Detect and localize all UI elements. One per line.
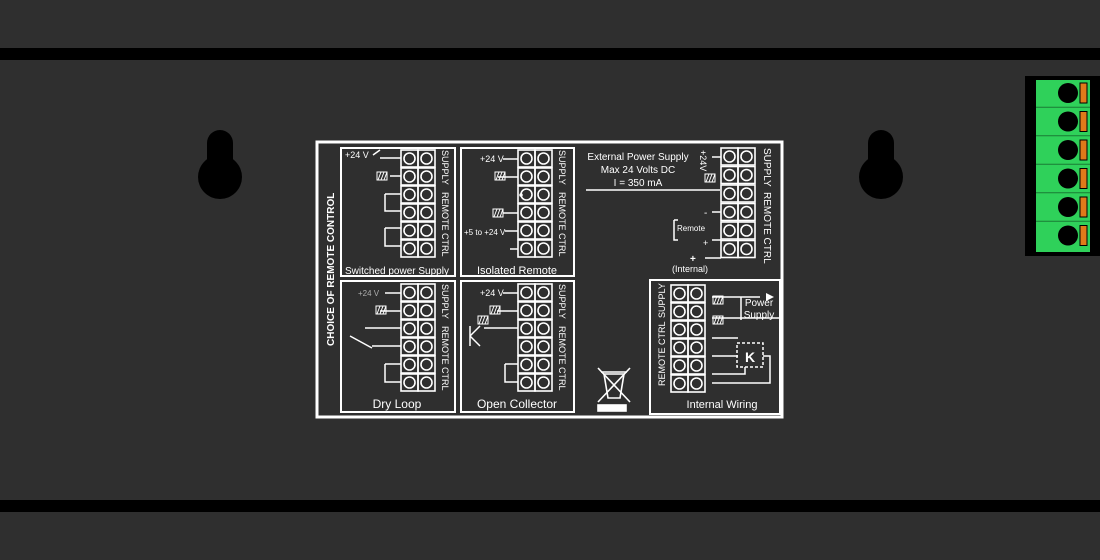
opencollector-wiring xyxy=(469,292,518,383)
dryloop-title: Dry Loop xyxy=(373,397,422,411)
switched-supply-label: SUPPLY xyxy=(440,150,450,185)
external-24v-label: +24V xyxy=(698,150,708,171)
section-dryloop-box xyxy=(340,280,456,413)
external-plus-internal: + xyxy=(690,254,696,265)
internal-power-line2: Supply xyxy=(744,310,775,321)
switched-title: Switched power Supply xyxy=(345,266,449,277)
opencollector-remote-label: REMOTE CTRL xyxy=(557,326,567,391)
section-internal-box xyxy=(649,279,781,415)
terminals-external xyxy=(720,147,756,259)
external-plus-label: + xyxy=(703,238,708,248)
dryloop-24v-label: +24 V xyxy=(358,289,380,298)
connector-release-lever[interactable] xyxy=(1079,82,1088,104)
green-terminal-connector[interactable] xyxy=(1025,76,1100,256)
internal-title: Internal Wiring xyxy=(687,399,758,411)
opencollector-24v-label: +24 V xyxy=(480,288,504,298)
connector-pin-hole[interactable] xyxy=(1058,83,1078,103)
dryloop-wiring xyxy=(349,292,401,383)
isolated-remote-label: REMOTE CTRL xyxy=(557,192,567,257)
dryloop-supply-label: SUPPLY xyxy=(440,284,450,319)
connector-release-lever[interactable] xyxy=(1079,225,1088,246)
external-remote-label-text: Remote xyxy=(677,224,706,233)
connector-release-lever[interactable] xyxy=(1079,168,1088,189)
external-line3: I = 350 mA xyxy=(614,178,663,189)
connector-release-lever[interactable] xyxy=(1079,139,1088,161)
switched-remote-label: REMOTE CTRL xyxy=(440,192,450,257)
external-supply-label: SUPPLY xyxy=(761,148,772,187)
connector-release-lever[interactable] xyxy=(1079,196,1088,218)
side-title: CHOICE OF REMOTE CONTROL xyxy=(326,193,337,346)
switched-wiring xyxy=(372,149,401,247)
external-minus-label: - xyxy=(704,208,707,219)
isolated-24v-label: +24 V xyxy=(480,154,504,164)
connector-release-lever[interactable] xyxy=(1079,111,1088,132)
power-arrow-icon xyxy=(766,293,774,301)
weee-disposal-icon xyxy=(597,367,631,412)
wiring-label: CHOICE OF REMOTE CONTROL SUPPLY REMOTE C… xyxy=(315,140,784,419)
opencollector-title: Open Collector xyxy=(477,397,557,411)
connector-pin-hole[interactable] xyxy=(1058,140,1078,160)
connector-pin-hole[interactable] xyxy=(1058,225,1078,246)
connector-pin-hole[interactable] xyxy=(1058,197,1078,217)
housing-top-edge xyxy=(0,48,1100,60)
section-switched-box xyxy=(340,147,456,277)
external-internal-label: (Internal) xyxy=(672,264,708,274)
internal-supply-label: SUPPLY xyxy=(657,283,667,318)
keyhole-right-icon xyxy=(859,130,903,199)
opencollector-supply-label: SUPPLY xyxy=(557,284,567,319)
dryloop-remote-label: REMOTE CTRL xyxy=(440,326,450,391)
isolated-range-label: +5 to +24 V xyxy=(464,228,506,237)
isolated-title: Isolated Remote xyxy=(477,265,557,277)
section-isolated-box xyxy=(460,147,575,277)
isolated-wiring xyxy=(498,158,523,250)
housing-bottom-band xyxy=(0,512,1100,560)
external-remote-label: REMOTE CTRL xyxy=(761,192,772,264)
internal-remote-label: REMOTE CTRL xyxy=(657,321,667,386)
label-border xyxy=(315,140,784,419)
isolated-supply-label: SUPPLY xyxy=(557,150,567,185)
external-line1: External Power Supply xyxy=(587,152,688,163)
keyhole-left-icon xyxy=(198,130,242,199)
connector-pin-hole[interactable] xyxy=(1058,111,1078,132)
external-line2: Max 24 Volts DC xyxy=(601,165,675,176)
internal-power-line1: Power xyxy=(745,298,774,309)
housing-bottom-edge xyxy=(0,500,1100,512)
relay-k-icon: K xyxy=(745,349,755,365)
housing-top-band xyxy=(0,0,1100,48)
section-opencollector-box xyxy=(460,280,575,413)
switched-24v-label: +24 V xyxy=(345,150,369,160)
connector-pin-hole[interactable] xyxy=(1058,168,1078,189)
external-wiring xyxy=(673,156,721,259)
